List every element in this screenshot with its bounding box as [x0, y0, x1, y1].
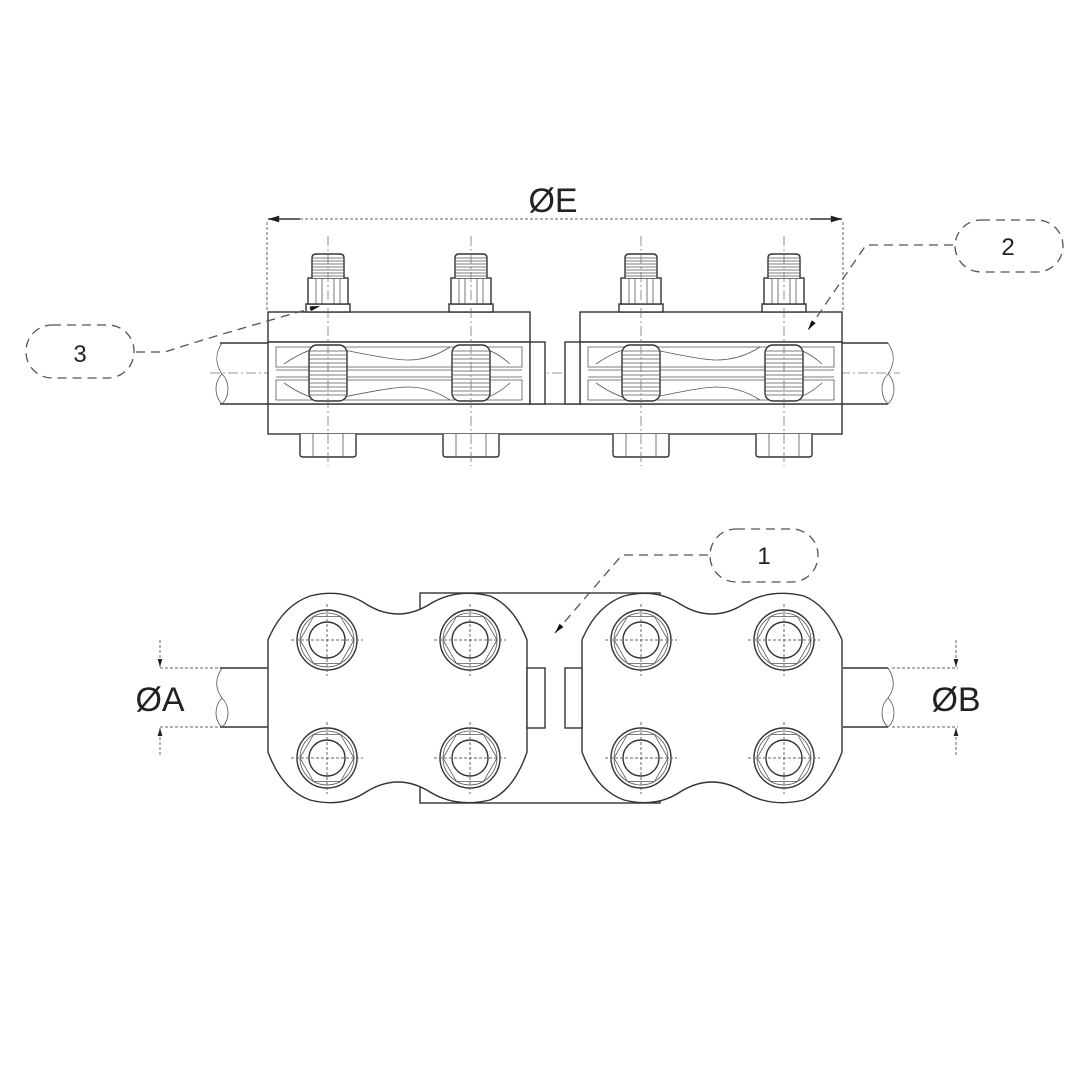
rod-right: [842, 342, 895, 405]
callout-3: [25, 305, 321, 379]
callout-1: [554, 528, 819, 634]
rod-left-top: [215, 667, 268, 728]
callout-1-label: 1: [757, 543, 770, 570]
top-view: ØA ØB: [135, 592, 981, 804]
rod-left: [215, 342, 268, 405]
dimension-label-b: ØB: [931, 681, 980, 719]
rod-right-top: [843, 667, 895, 728]
dimension-rod-b: [892, 640, 959, 755]
bottom-bolt-heads: [299, 433, 813, 458]
callout-2: [807, 219, 1064, 331]
dimension-overall-length: [266, 215, 844, 312]
side-view: ØE: [210, 182, 900, 466]
dimension-rod-a: [157, 640, 218, 755]
callout-2-label: 2: [1001, 234, 1014, 261]
top-nuts: [305, 253, 807, 313]
bottom-plate: [267, 403, 843, 435]
dimension-label-a: ØA: [135, 681, 184, 719]
dimension-label-e: ØE: [528, 182, 577, 220]
callout-3-label: 3: [73, 341, 86, 368]
